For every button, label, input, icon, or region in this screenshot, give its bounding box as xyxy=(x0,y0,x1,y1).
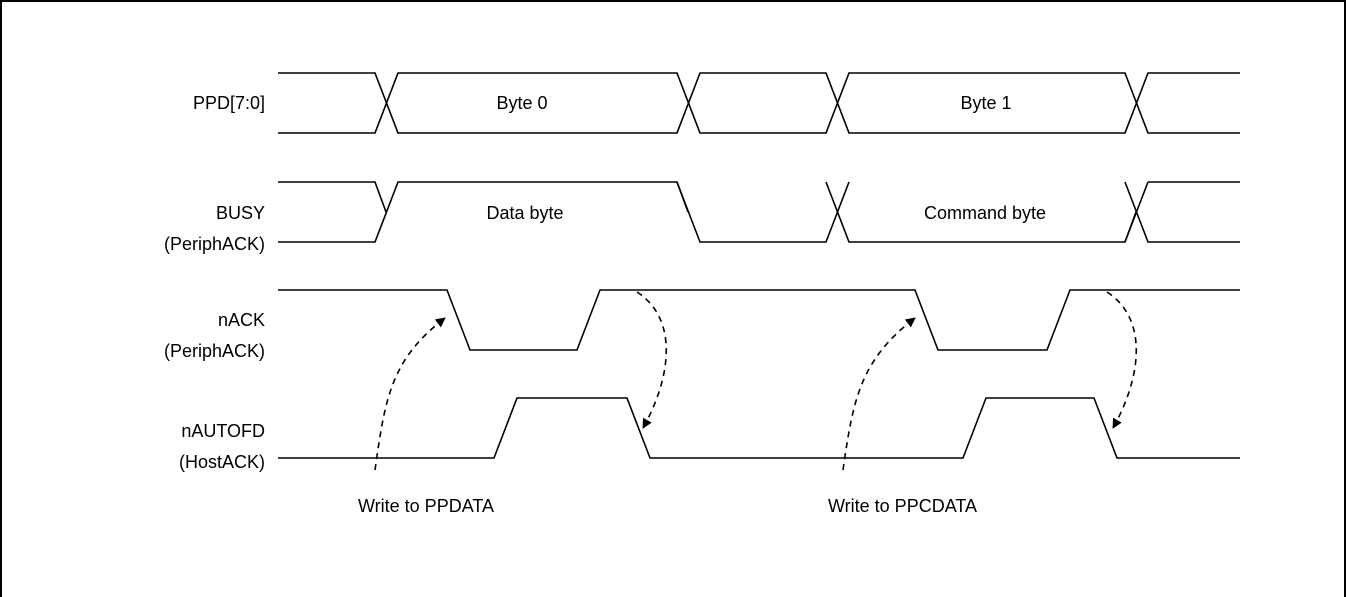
busy-label: BUSY xyxy=(216,203,265,223)
nack-to-nautofd-arrow-2 xyxy=(1106,291,1138,429)
busy-sublabel: (PeriphACK) xyxy=(164,234,265,254)
write-ppcdata-arrow xyxy=(842,317,916,471)
nack-label: nACK xyxy=(218,310,265,330)
byte1-label: Byte 1 xyxy=(960,93,1011,113)
write-ppdata-label: Write to PPDATA xyxy=(358,496,494,516)
ppd-label: PPD[7:0] xyxy=(193,93,265,113)
command-byte-label: Command byte xyxy=(924,203,1046,223)
nautofd-waveform xyxy=(278,397,1240,459)
write-ppcdata-label: Write to PPCDATA xyxy=(828,496,977,516)
nautofd-label: nAUTOFD xyxy=(181,421,265,441)
nautofd-sublabel: (HostACK) xyxy=(179,452,265,472)
write-ppdata-arrow xyxy=(374,317,446,471)
nack-sublabel: (PeriphACK) xyxy=(164,341,265,361)
data-byte-label: Data byte xyxy=(486,203,563,223)
ppd-waveform xyxy=(278,72,1240,134)
byte0-label: Byte 0 xyxy=(496,93,547,113)
nack-to-nautofd-arrow-1 xyxy=(636,291,668,429)
busy-waveform xyxy=(278,181,1240,243)
nack-waveform xyxy=(278,289,1240,351)
